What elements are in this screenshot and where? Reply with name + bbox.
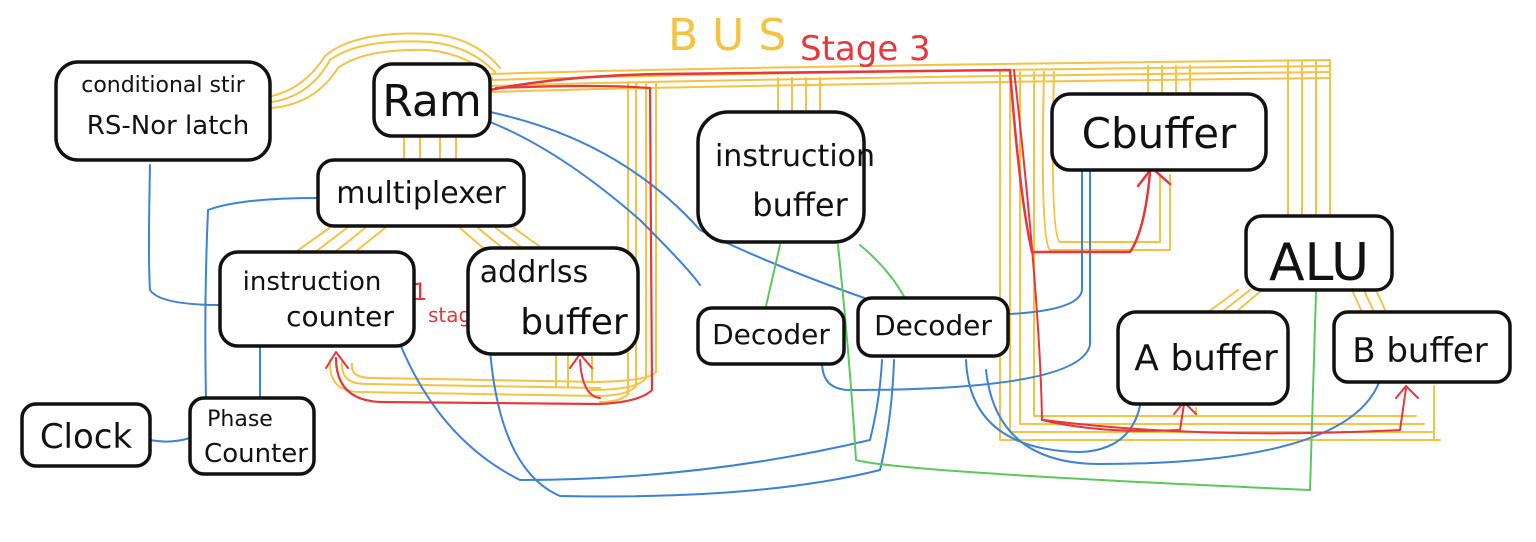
stage3-ram-cbuf (488, 68, 1152, 254)
bus-wire-latch-2 (271, 32, 501, 97)
ctrl-clock-phase (149, 437, 191, 443)
ctrl-ram-decoder2 (489, 111, 871, 301)
bus-alu-b-1 (1351, 289, 1363, 313)
conditional-stir-box (54, 60, 272, 162)
node-a-buffer: A buffer (1116, 310, 1290, 406)
bus-col-5 (1041, 71, 1171, 251)
bus-alu-a-2 (1221, 289, 1251, 313)
node-instruction-buffer: instruction buffer (696, 110, 875, 244)
bus-loop-ic-2 (340, 361, 601, 389)
instruction-buffer-box (696, 110, 866, 244)
node-decoder-1: Decoder (696, 306, 846, 366)
address-buffer-label-1: addrlss (480, 255, 588, 290)
clock-label: Clock (40, 417, 133, 457)
clock-box (20, 402, 152, 468)
c-buffer-label: Cbuffer (1082, 109, 1237, 158)
stage4-ab-loop (579, 359, 601, 399)
bus-wire-latch-1 (271, 40, 496, 103)
address-buffer-label-2: buffer (520, 302, 628, 343)
decoder-1-box (696, 306, 846, 366)
bus-wire-latch-3 (271, 48, 493, 109)
signal-wires (765, 244, 1317, 491)
instruction-buffer-label-2: buffer (752, 186, 848, 224)
node-multiplexer: multiplexer (316, 158, 526, 228)
conditional-stir-label-2: RS-Nor latch (87, 111, 249, 141)
bus-drop-1 (599, 83, 629, 403)
node-instruction-counter: instruction counter (218, 250, 416, 348)
stage3-down-bufs (1013, 69, 1185, 432)
sig-ib-decoder1 (765, 244, 781, 307)
sig-ib-decoder2 (859, 244, 907, 301)
decoder-1-label: Decoder (712, 318, 830, 351)
bus-wire-top-1 (489, 59, 1331, 75)
a-buffer-box (1116, 310, 1290, 406)
node-b-buffer: B buffer (1332, 310, 1512, 384)
stage3-annotation: Stage 3 (800, 29, 931, 69)
bus-loop-ic-3 (350, 363, 601, 383)
bus-drop-2 (595, 83, 637, 397)
ctrl-ic-decoder (399, 343, 883, 481)
ctrl-ram-decoder1 (489, 121, 701, 286)
ctrl-decoder1-bottom (821, 171, 1091, 391)
c-buffer-box (1050, 92, 1268, 172)
stage3-arrow-bbuf (1395, 385, 1419, 399)
multiplexer-label: multiplexer (336, 176, 506, 211)
node-decoder-2: Decoder (856, 296, 1010, 358)
node-phase-counter: Phase Counter (188, 396, 316, 476)
ctrl-decoder-bbuf (985, 369, 1381, 465)
sig-ib-alu (837, 244, 1317, 491)
decoder-2-box (856, 296, 1010, 358)
bus-col-3 (1019, 71, 1425, 425)
node-ram: Ram (372, 62, 492, 138)
stage4-ram-ic (334, 84, 654, 406)
ctrl-latch-ic (148, 164, 221, 306)
phase-counter-label-2: Counter (204, 439, 308, 469)
decoder-2-label: Decoder (874, 309, 992, 342)
bus-col-4 (1033, 71, 1417, 417)
bus-wire-top-3 (489, 71, 1331, 87)
node-conditional-stir: conditional stir RS-Nor latch (54, 60, 272, 162)
bus-alu-a-3 (1235, 289, 1263, 313)
ram-box (372, 62, 492, 138)
conditional-stir-label-1: conditional stir (81, 73, 246, 98)
node-c-buffer: Cbuffer (1050, 92, 1268, 172)
stage-wires (325, 68, 1419, 435)
address-buffer-box (466, 246, 640, 356)
phase-counter-label-1: Phase (207, 407, 273, 432)
multiplexer-box (316, 158, 526, 228)
instruction-counter-box (218, 250, 416, 348)
instruction-counter-label-1: instruction (243, 267, 382, 297)
node-alu: ALU (1244, 214, 1394, 293)
bus-alu-b-2 (1363, 289, 1375, 313)
b-buffer-label: B buffer (1352, 331, 1488, 371)
control-wires (148, 111, 1381, 498)
ram-label: Ram (382, 76, 481, 127)
bus-annotation: BUS (668, 10, 800, 61)
instruction-buffer-label-1: instruction (715, 139, 875, 174)
bus-alu-a-1 (1207, 289, 1239, 313)
bus-col-1 (999, 71, 1441, 441)
ctrl-ab-decoder (489, 349, 895, 498)
phase-counter-box (188, 396, 316, 476)
ctrl-decoder-cbuf (1009, 169, 1083, 315)
bus-wire-top-4 (489, 77, 1331, 93)
alu-box (1244, 214, 1394, 292)
ctrl-decoder-abuf (965, 359, 1141, 453)
stage4-arrow-ic (325, 351, 349, 369)
b-buffer-box (1332, 310, 1512, 384)
node-address-buffer: addrlss buffer (466, 246, 640, 356)
a-buffer-label: A buffer (1134, 338, 1278, 379)
bus-wires (271, 32, 1441, 441)
ctrl-mux-phase (204, 197, 319, 401)
bus-alu-b-3 (1375, 289, 1387, 313)
instruction-counter-label-2: counter (286, 300, 394, 333)
alu-label: ALU (1269, 233, 1369, 293)
bus-loop-ic-1 (328, 359, 601, 397)
stage3-to-bbuf (1043, 387, 1407, 435)
node-clock: Clock (20, 402, 152, 468)
